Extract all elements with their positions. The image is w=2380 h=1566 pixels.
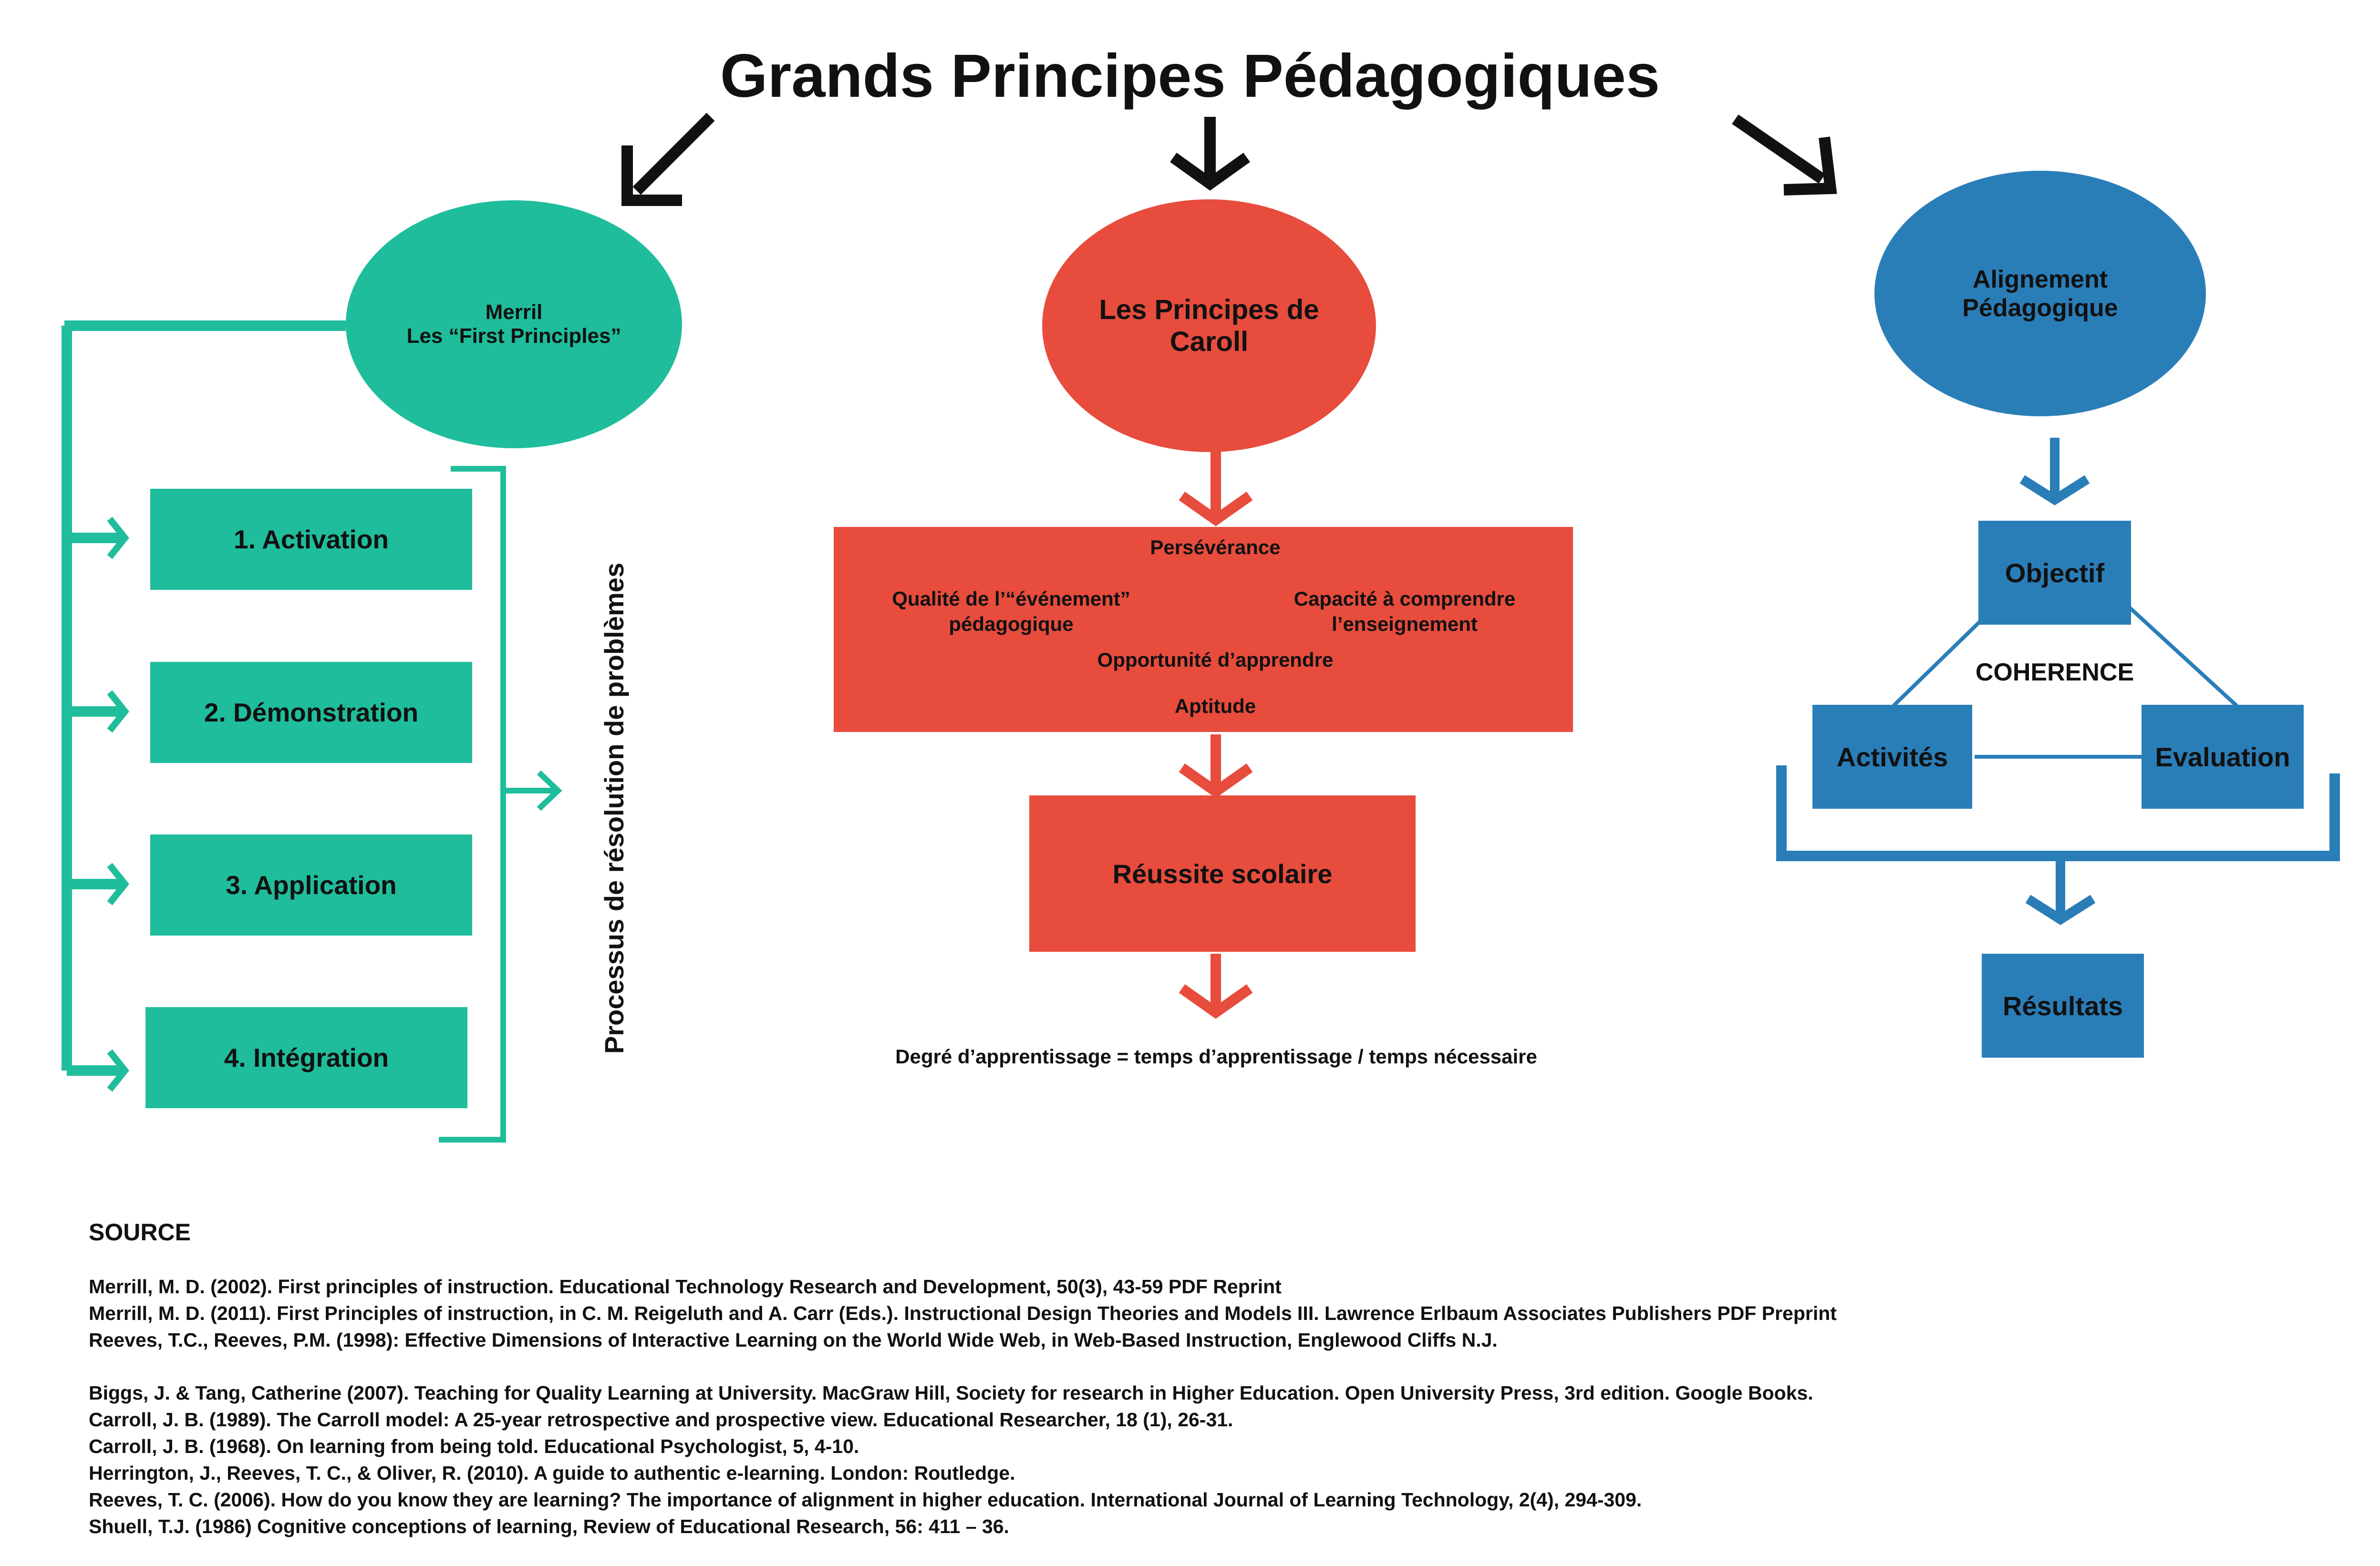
alignement-evaluation: Evaluation <box>2142 705 2304 809</box>
merrill-branch-arrowheads <box>107 516 129 1092</box>
reference-item: Biggs, J. & Tang, Catherine (2007). Teac… <box>89 1382 1813 1404</box>
merrill-step-application: 3. Application <box>150 835 472 936</box>
merrill-step-activation: 1. Activation <box>150 489 472 590</box>
merrill-side-label: Processus de résolution de problèmes <box>599 562 629 1054</box>
coherence-label: COHERENCE <box>1975 659 2134 686</box>
merrill-heading-line1: Merril <box>485 300 543 324</box>
source-group-1: Merrill, M. D. (2002). First principles … <box>89 1273 2283 1353</box>
source-heading: SOURCE <box>89 1219 191 1246</box>
coherence-triangle <box>1892 602 2241 759</box>
factor-aptitude: Aptitude <box>1174 695 1256 717</box>
alignement-ellipse <box>1874 171 2206 416</box>
alignement-resultats: Résultats <box>1982 954 2144 1058</box>
factor-capacite: Capacité à comprendre l’enseignement <box>1250 587 1560 637</box>
title-arrow-center <box>1170 117 1250 191</box>
reference-item: Reeves, T.C., Reeves, P.M. (1998): Effec… <box>89 1329 1498 1351</box>
factor-perseverance: Persévérance <box>1150 536 1281 558</box>
merrill-bracket <box>439 466 562 1143</box>
alignement-heading-line2: Pédagogique <box>1962 294 2118 322</box>
factor-qualite-line2: pédagogique <box>949 612 1074 635</box>
reference-item: Merrill, M. D. (2011). First Principles … <box>89 1302 1837 1324</box>
merrill-ellipse <box>346 200 682 448</box>
alignement-arrows <box>2019 438 2096 925</box>
merrill-step-demonstration: 2. Démonstration <box>150 662 472 763</box>
merrill-branch-lines <box>62 320 346 1076</box>
carroll-ellipse <box>1042 199 1376 452</box>
merrill-step-integration: 4. Intégration <box>145 1007 467 1108</box>
page-title: Grands Principes Pédagogiques <box>720 42 1660 110</box>
reference-item: Shuell, T.J. (1986) Cognitive conception… <box>89 1515 1009 1537</box>
carroll-arrows <box>1179 451 1253 1019</box>
reference-item: Carroll, J. B. (1968). On learning from … <box>89 1435 859 1457</box>
title-arrow-left <box>621 113 715 206</box>
reference-item: Carroll, J. B. (1989). The Carroll model… <box>89 1409 1233 1431</box>
factor-opportunite: Opportunité d’apprendre <box>1097 649 1334 671</box>
factor-capacite-line1: Capacité à comprendre <box>1293 587 1516 610</box>
factor-qualite: Qualité de l’“événement” pédagogique <box>849 587 1173 637</box>
merrill-heading-line2: Les “First Principles” <box>406 324 621 348</box>
carroll-heading: Les Principes de Caroll <box>1042 199 1376 452</box>
carroll-result-box: Réussite scolaire <box>1029 795 1416 952</box>
source-group-2: Biggs, J. & Tang, Catherine (2007). Teac… <box>89 1380 2283 1540</box>
factor-qualite-line1: Qualité de l’“événement” <box>892 587 1130 610</box>
alignement-activites: Activités <box>1812 705 1972 809</box>
alignement-heading: Alignement Pédagogique <box>1874 171 2206 416</box>
carroll-factors-box <box>834 527 1573 732</box>
reference-item: Merrill, M. D. (2002). First principles … <box>89 1276 1282 1298</box>
merrill-heading: Merril Les “First Principles” <box>346 200 682 448</box>
carroll-heading-line2: Caroll <box>1169 326 1249 357</box>
carroll-formula: Degré d’apprentissage = temps d’apprenti… <box>895 1045 1537 1068</box>
carroll-heading-line1: Les Principes de <box>1099 294 1319 325</box>
alignement-objectif: Objectif <box>1978 521 2131 625</box>
alignement-bracket <box>1776 765 2340 861</box>
factor-capacite-line2: l’enseignement <box>1332 612 1478 635</box>
reference-item: Reeves, T. C. (2006). How do you know th… <box>89 1489 1642 1511</box>
reference-item: Herrington, J., Reeves, T. C., & Oliver,… <box>89 1462 1015 1484</box>
alignement-heading-line1: Alignement <box>1972 265 2108 293</box>
title-arrow-right <box>1732 114 1837 196</box>
